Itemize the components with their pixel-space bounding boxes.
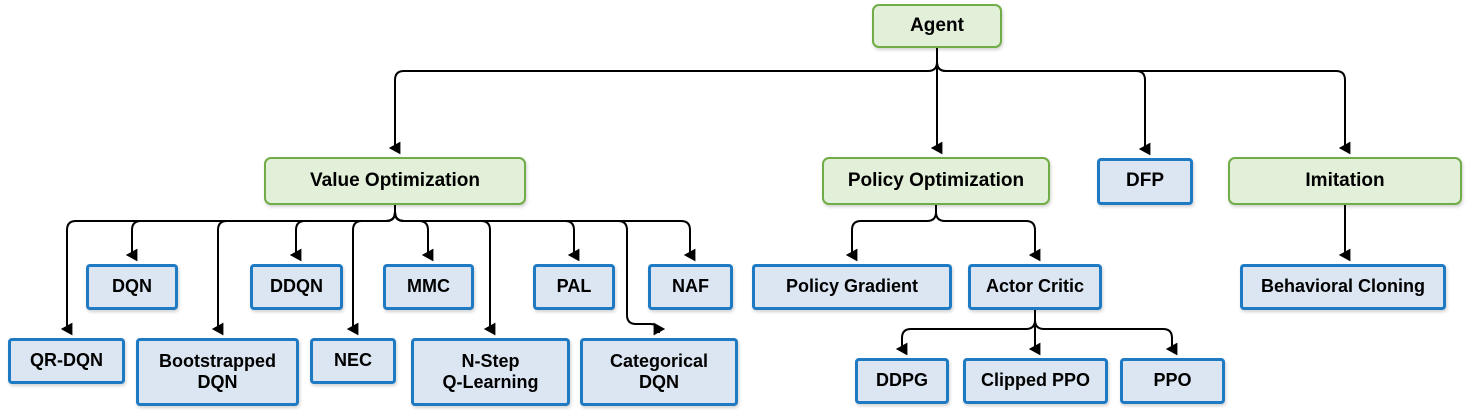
node-label-ddqn: DDQN — [270, 276, 323, 297]
node-dfp[interactable]: DFP — [1097, 158, 1193, 205]
node-categorical-dqn[interactable]: Categorical DQN — [580, 338, 738, 406]
node-label-bootstrapped-dqn: Bootstrapped DQN — [159, 350, 276, 392]
edge-value-optimization-to-nec — [346, 211, 396, 336]
node-label-imitation: Imitation — [1305, 169, 1385, 191]
node-policy-optimization[interactable]: Policy Optimization — [822, 157, 1050, 205]
node-label-dfp: DFP — [1126, 170, 1164, 192]
node-label-agent: Agent — [910, 14, 964, 36]
node-bootstrapped-dqn[interactable]: Bootstrapped DQN — [136, 338, 299, 406]
node-value-optimization[interactable]: Value Optimization — [264, 157, 526, 205]
node-label-clipped-ppo: Clipped PPO — [980, 370, 1090, 391]
node-policy-gradient[interactable]: Policy Gradient — [752, 264, 952, 310]
node-label-categorical-dqn: Categorical DQN — [609, 350, 709, 392]
edge-value-optimization-to-categorical-dqn — [394, 211, 666, 336]
node-behavioral-cloning[interactable]: Behavioral Cloning — [1240, 264, 1446, 310]
edge-policy-optimization-to-actor-critic — [935, 211, 1041, 262]
edge-agent-to-imitation — [936, 61, 1351, 155]
edge-agent-to-value-optimization — [388, 48, 938, 155]
edge-value-optimization-to-mmc — [394, 211, 434, 262]
node-mmc[interactable]: MMC — [383, 264, 474, 310]
node-nec[interactable]: NEC — [310, 338, 396, 384]
node-ddpg[interactable]: DDPG — [855, 358, 949, 404]
node-label-policy-optimization: Policy Optimization — [847, 169, 1025, 191]
node-label-ddpg: DDPG — [875, 370, 928, 391]
edge-value-optimization-to-ddqn — [289, 211, 396, 262]
node-ppo[interactable]: PPO — [1120, 358, 1225, 404]
edge-value-optimization-to-pal — [394, 211, 580, 262]
node-label-nec: NEC — [333, 350, 372, 371]
node-label-mmc: MMC — [407, 276, 450, 297]
node-n-step-q-learning[interactable]: N-Step Q-Learning — [411, 338, 570, 406]
node-label-ppo: PPO — [1153, 370, 1192, 391]
node-pal[interactable]: PAL — [533, 264, 615, 310]
node-agent[interactable]: Agent — [872, 4, 1002, 48]
node-qr-dqn[interactable]: QR-DQN — [8, 338, 125, 384]
node-label-naf: NAF — [672, 276, 709, 297]
node-actor-critic[interactable]: Actor Critic — [968, 264, 1102, 310]
node-label-actor-critic: Actor Critic — [985, 276, 1084, 297]
edge-group — [60, 48, 1351, 356]
node-clipped-ppo[interactable]: Clipped PPO — [963, 358, 1108, 404]
node-imitation[interactable]: Imitation — [1228, 157, 1462, 205]
edge-value-optimization-to-dqn — [125, 205, 396, 262]
edge-agent-to-dfp — [936, 61, 1151, 156]
node-dqn[interactable]: DQN — [86, 264, 178, 310]
node-label-behavioral-cloning: Behavioral Cloning — [1260, 276, 1426, 297]
edge-actor-critic-to-ppo — [1034, 319, 1178, 356]
edge-actor-critic-to-ddpg — [895, 310, 1036, 356]
node-label-value-optimization: Value Optimization — [310, 169, 480, 191]
node-label-pal: PAL — [556, 276, 592, 297]
node-label-qr-dqn: QR-DQN — [30, 350, 103, 371]
node-ddqn[interactable]: DDQN — [250, 264, 343, 310]
edge-value-optimization-to-naf — [394, 211, 696, 262]
edge-policy-optimization-to-policy-gradient — [845, 205, 937, 262]
node-label-n-step-q-learning: N-Step Q-Learning — [442, 350, 539, 392]
node-label-policy-gradient: Policy Gradient — [785, 276, 919, 297]
node-label-dqn: DQN — [112, 276, 152, 297]
node-naf[interactable]: NAF — [648, 264, 733, 310]
